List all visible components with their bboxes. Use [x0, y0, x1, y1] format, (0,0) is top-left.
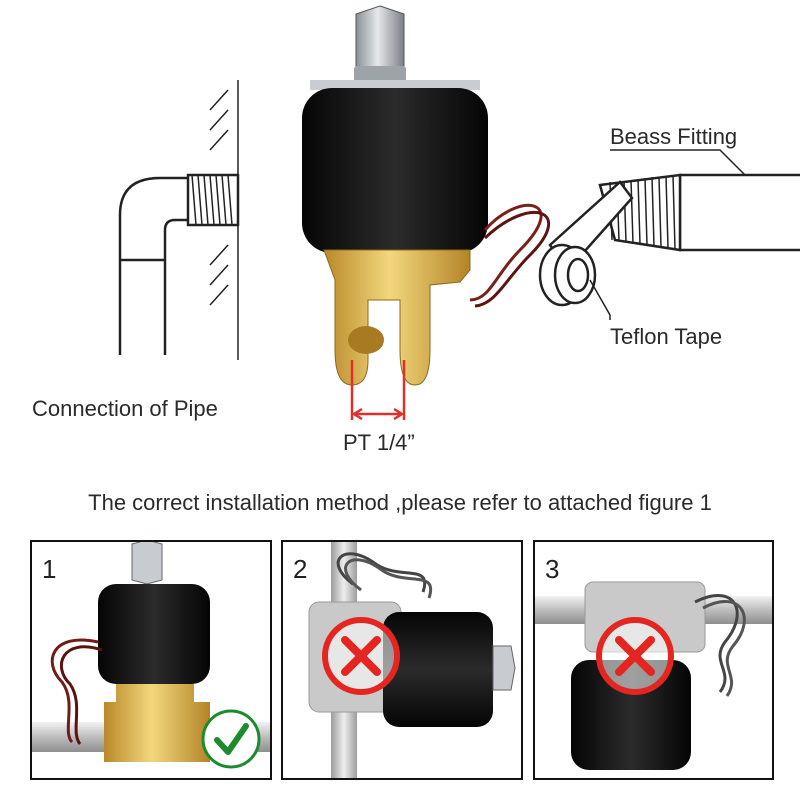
connection-of-pipe-label: Connection of Pipe — [32, 396, 218, 421]
panel-number: 1 — [42, 554, 57, 584]
installation-heading: The correct installation method ,please … — [88, 490, 712, 515]
teflon-tape-fitting-diagram — [538, 149, 800, 320]
cross-icon — [322, 617, 400, 695]
cross-icon — [596, 617, 674, 695]
pipe-threads — [191, 174, 233, 226]
teflon-tape-label: Teflon Tape — [610, 324, 723, 349]
incorrect-installation-illustration-horizontal — [308, 542, 516, 778]
port-size-label: PT 1/4” — [343, 430, 415, 455]
figure-panel-1: 1 — [30, 540, 272, 780]
port-dimension-lines — [350, 360, 406, 420]
solenoid-valve-illustration — [302, 5, 551, 420]
figure-panel-3: 3 — [533, 540, 774, 780]
elbow-pipe — [118, 173, 240, 355]
panel-number: 2 — [293, 554, 308, 584]
panel-number: 3 — [545, 554, 560, 584]
figure-panel-2: 2 — [281, 540, 523, 780]
check-icon — [201, 709, 261, 769]
brass-fitting-label: Beass Fitting — [610, 124, 738, 149]
pipe-elbow-diagram — [118, 80, 240, 360]
